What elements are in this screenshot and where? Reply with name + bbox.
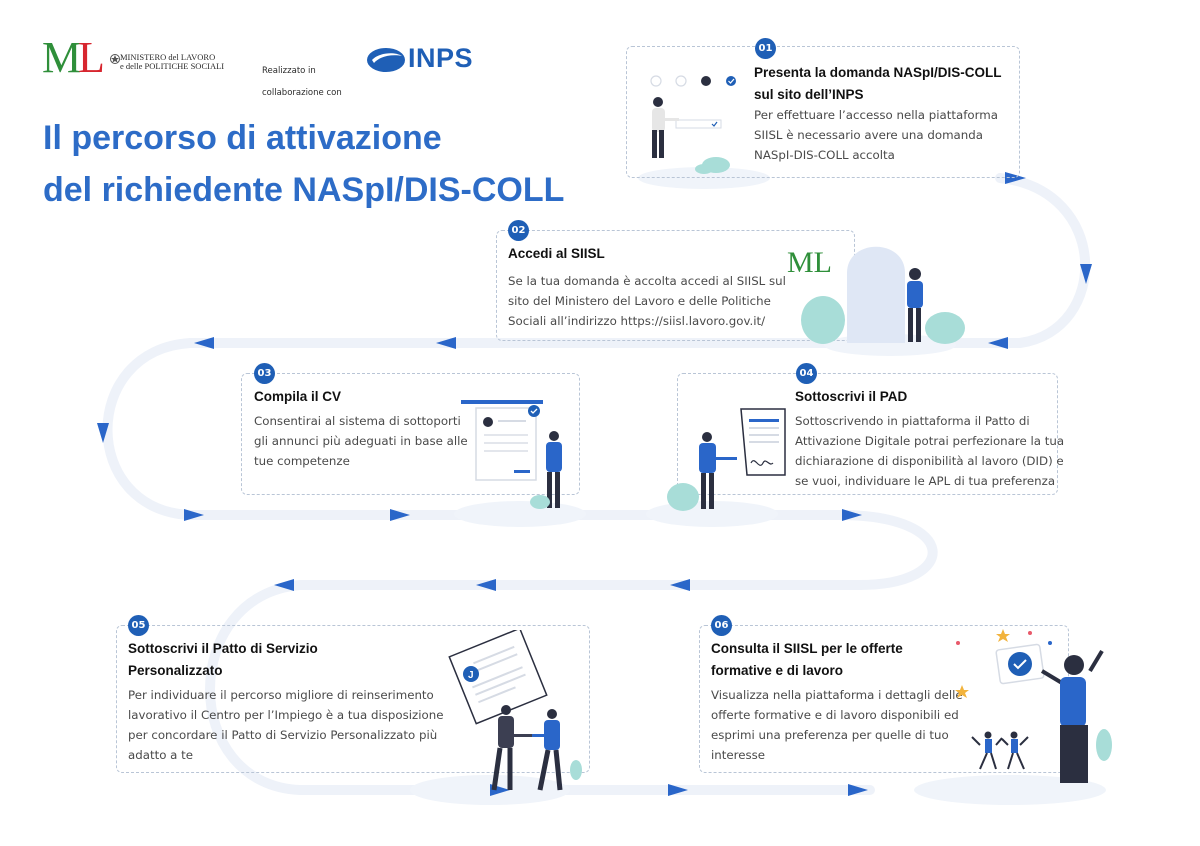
step-desc-line: sito del Ministero del Lavoro e delle Po… <box>508 294 771 308</box>
inps-wordmark: INPS <box>408 43 474 73</box>
handshake-illustration: J <box>448 630 582 791</box>
step-title: Consulta il SIISL per le offerte formati… <box>711 638 903 682</box>
arrow-icon <box>274 579 294 591</box>
step-title: Sottoscrivi il Patto di Servizio Persona… <box>128 638 318 682</box>
ministry-line-2: e delle POLITICHE SOCIALI <box>120 61 225 71</box>
step-badge: 04 <box>796 363 817 384</box>
collab-text: Realizzato in collaborazione con <box>262 55 342 110</box>
step-title: Accedi al SIISL <box>508 243 605 265</box>
arrow-icon <box>436 337 456 349</box>
step-card-04 <box>677 373 1058 495</box>
step-desc-line: Se la tua domanda è accolta accedi al SI… <box>508 274 786 288</box>
svg-text:L: L <box>78 33 105 77</box>
step-title: Sottoscrivi il PAD <box>795 386 907 408</box>
title-line-1: Il percorso di attivazione <box>43 119 442 157</box>
page-title: Il percorso di attivazione del richieden… <box>43 112 564 216</box>
ground-shadow <box>914 775 1106 805</box>
cv-badge-letter: J <box>468 670 474 681</box>
mini-ml-logo: ML <box>787 246 832 279</box>
step-desc-line: NASpI-DIS-COLL accolta <box>754 148 895 162</box>
step-card-03 <box>241 373 580 495</box>
step-desc-line: offerte formative e di lavoro disponibil… <box>711 708 959 722</box>
step-card-01 <box>626 46 1020 178</box>
arrow-icon <box>670 579 690 591</box>
arrow-icon <box>194 337 214 349</box>
inps-logo: INPS <box>366 43 473 76</box>
collab-line-1: Realizzato in <box>262 66 316 76</box>
step-title-line: Personalizzato <box>128 663 223 678</box>
step-description: Sottoscrivendo in piattaforma il Patto d… <box>795 411 1064 491</box>
step-description: Per effettuare l’accesso nella piattafor… <box>754 105 998 165</box>
step-title-line: Consulta il SIISL per le offerte <box>711 641 903 656</box>
arrow-icon <box>988 337 1008 349</box>
step-desc-line: lavorativo il Centro per l’Impiego è a t… <box>128 708 444 722</box>
arrow-icon <box>390 509 410 521</box>
svg-text:M: M <box>42 33 81 77</box>
step-desc-line: Per individuare il percorso migliore di … <box>128 688 434 702</box>
step-badge: 02 <box>508 220 529 241</box>
arrow-icon <box>1005 172 1026 184</box>
arrow-icon <box>184 509 204 521</box>
collab-line-2: collaborazione con <box>262 88 342 98</box>
arrow-icon <box>1080 264 1092 284</box>
step-badge: 05 <box>128 615 149 636</box>
step-desc-line: esprimi una preferenza per quelle di tuo <box>711 728 949 742</box>
step-title: Compila il CV <box>254 386 341 408</box>
ml-logo-mark: M L <box>42 33 105 77</box>
step-desc-line: tue competenze <box>254 454 350 468</box>
cv-badge-icon <box>463 666 479 682</box>
step-desc-line: se vuoi, individuare le APL di tua prefe… <box>795 474 1056 488</box>
step-desc-line: Per effettuare l’accesso nella piattafor… <box>754 108 998 122</box>
door-illustration: ML <box>787 246 965 344</box>
step-desc-line: Sociali all’indirizzo https://siisl.lavo… <box>508 314 766 328</box>
step-badge: 01 <box>755 38 776 59</box>
pad-illustration <box>667 408 786 511</box>
step-badge: 03 <box>254 363 275 384</box>
step-title-line: Presenta la domanda NASpI/DIS-COLL <box>754 65 1002 80</box>
step-desc-line: Attivazione Digitale potrai perfezionare… <box>795 434 1065 448</box>
step-title-line: formative e di lavoro <box>711 663 844 678</box>
arrow-icon <box>842 509 862 521</box>
step-desc-line: adatto a te <box>128 748 194 762</box>
title-line-2: del richiedente NASpI/DIS-COLL <box>43 171 565 209</box>
arrow-icon <box>476 579 496 591</box>
login-illustration <box>650 75 736 174</box>
step-title-line: Sottoscrivi il PAD <box>795 389 908 404</box>
ministry-logo: M L MINISTERO del LAVORO e delle POLITIC… <box>42 33 232 77</box>
arrow-icon <box>668 784 688 796</box>
step-description: Visualizza nella piattaforma i dettagli … <box>711 685 963 765</box>
step-title-line: sul sito dell’INPS <box>754 87 864 102</box>
celebration-illustration <box>955 629 1112 783</box>
step-description: Se la tua domanda è accolta accedi al SI… <box>508 271 786 331</box>
step-desc-line: per concordare il Patto di Servizio Pers… <box>128 728 438 742</box>
step-title-line: Accedi al SIISL <box>508 246 605 261</box>
step-description: Consentirai al sistema di sottoporti gli… <box>254 411 468 471</box>
inps-mark-icon <box>367 48 405 72</box>
step-desc-line: Consentirai al sistema di sottoporti <box>254 414 461 428</box>
step-desc-line: SIISL è necessario avere una domanda <box>754 128 983 142</box>
check-icon <box>1008 652 1032 676</box>
step-desc-line: interesse <box>711 748 766 762</box>
cv-illustration <box>461 400 562 509</box>
ministry-line-1: MINISTERO del LAVORO <box>120 52 216 62</box>
emblem-icon <box>110 54 120 64</box>
step-badge: 06 <box>711 615 732 636</box>
arrow-icon <box>848 784 868 796</box>
step-desc-line: dichiarazione di disponibilità al lavoro… <box>795 454 1064 468</box>
step-desc-line: gli annunci più adeguati in base alle <box>254 434 468 448</box>
step-description: Per individuare il percorso migliore di … <box>128 685 443 765</box>
step-desc-line: Visualizza nella piattaforma i dettagli … <box>711 688 963 702</box>
step-title-line: Compila il CV <box>254 389 342 404</box>
path-line <box>102 173 1091 795</box>
step-desc-line: Sottoscrivendo in piattaforma il Patto d… <box>795 414 1030 428</box>
ground-shadow <box>454 501 586 527</box>
step-title: Presenta la domanda NASpI/DIS-COLL sul s… <box>754 62 1002 106</box>
step-card-05 <box>116 625 590 773</box>
step-title-line: Sottoscrivi il Patto di Servizio <box>128 641 318 656</box>
arrow-icon <box>97 423 109 443</box>
ground-shadow <box>638 167 770 189</box>
ministry-name: MINISTERO del LAVORO e delle POLITICHE S… <box>120 53 224 71</box>
